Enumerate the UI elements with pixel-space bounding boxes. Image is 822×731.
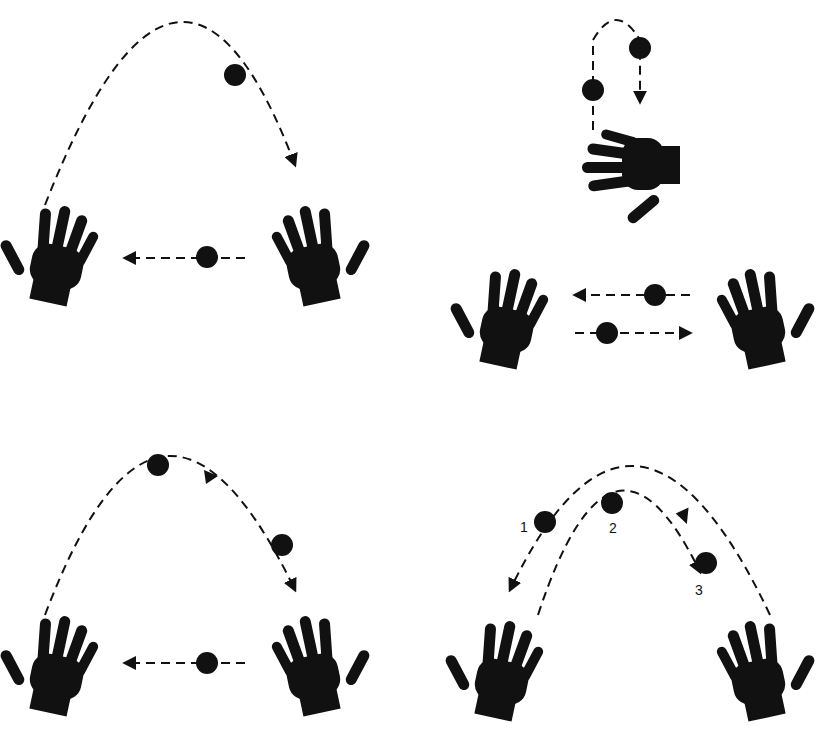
ball (695, 552, 717, 574)
throw-arc (45, 22, 295, 205)
ball (271, 534, 293, 556)
ball (644, 284, 666, 306)
hand (434, 609, 549, 725)
ball (147, 454, 169, 476)
hands (0, 128, 822, 725)
pass-line (125, 662, 245, 664)
throw-arc (510, 466, 770, 615)
balls (147, 37, 717, 674)
pass-line (125, 257, 245, 259)
hand (711, 257, 822, 373)
hand (711, 609, 822, 725)
ball (196, 652, 218, 674)
ball (224, 64, 246, 86)
callout-number: 1 (518, 519, 530, 535)
callout-number: 2 (607, 520, 619, 536)
ball (601, 492, 623, 514)
arrowhead (204, 470, 218, 484)
throw-arc (593, 20, 640, 130)
hand (266, 194, 381, 310)
hand (582, 128, 680, 225)
throw-arc (538, 491, 700, 615)
arrowheads (204, 470, 692, 524)
ball (629, 37, 651, 59)
ball (582, 79, 604, 101)
arrowhead (674, 504, 693, 524)
ball (596, 322, 618, 344)
pass-line (575, 294, 690, 296)
callout-number: 3 (693, 582, 705, 598)
hand (439, 257, 554, 373)
pass-line (575, 332, 690, 334)
hand (0, 604, 104, 720)
ball (196, 246, 218, 268)
throw-arc (45, 456, 295, 615)
throw-paths (45, 20, 770, 663)
hand (0, 194, 104, 310)
ball (534, 511, 556, 533)
hand (266, 604, 381, 720)
